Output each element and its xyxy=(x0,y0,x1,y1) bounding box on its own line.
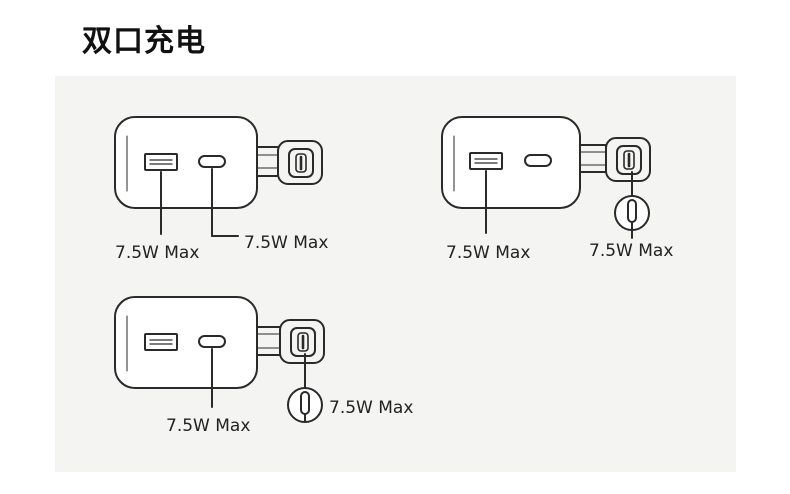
usb-c-port-icon xyxy=(198,335,226,348)
usb-c-cable-icon xyxy=(614,195,650,231)
cable-strap xyxy=(575,137,651,182)
usb-a-output-label: 7.5W Max xyxy=(446,243,530,263)
power-bank-body xyxy=(114,296,258,389)
diagram-usb-a-and-usb-c: 7.5W Max 7.5W Max xyxy=(114,116,328,263)
cable-output-label: 7.5W Max xyxy=(329,398,413,418)
usb-c-cable-icon xyxy=(287,387,323,423)
power-bank-body xyxy=(114,116,258,209)
usb-c-port-icon xyxy=(198,155,226,168)
usb-a-output-label: 7.5W Max xyxy=(115,243,199,263)
cable-strap xyxy=(253,319,325,364)
cable-strap xyxy=(254,140,323,185)
usb-a-port-icon xyxy=(469,152,503,170)
usb-c-output-label: 7.5W Max xyxy=(244,233,328,253)
cable-output-label: 7.5W Max xyxy=(589,241,673,261)
diagram-usb-a-and-built-in-cable: 7.5W Max 7.5W Max xyxy=(441,116,673,263)
page-title: 双口充电 xyxy=(82,24,206,59)
diagram-usb-c-and-built-in-cable: 7.5W Max 7.5W Max xyxy=(114,296,413,436)
usb-a-port-icon xyxy=(144,153,178,171)
usb-c-port-icon xyxy=(524,154,552,167)
usb-c-output-label: 7.5W Max xyxy=(166,416,250,436)
usb-a-port-icon xyxy=(144,333,178,351)
power-bank-body xyxy=(441,116,581,209)
